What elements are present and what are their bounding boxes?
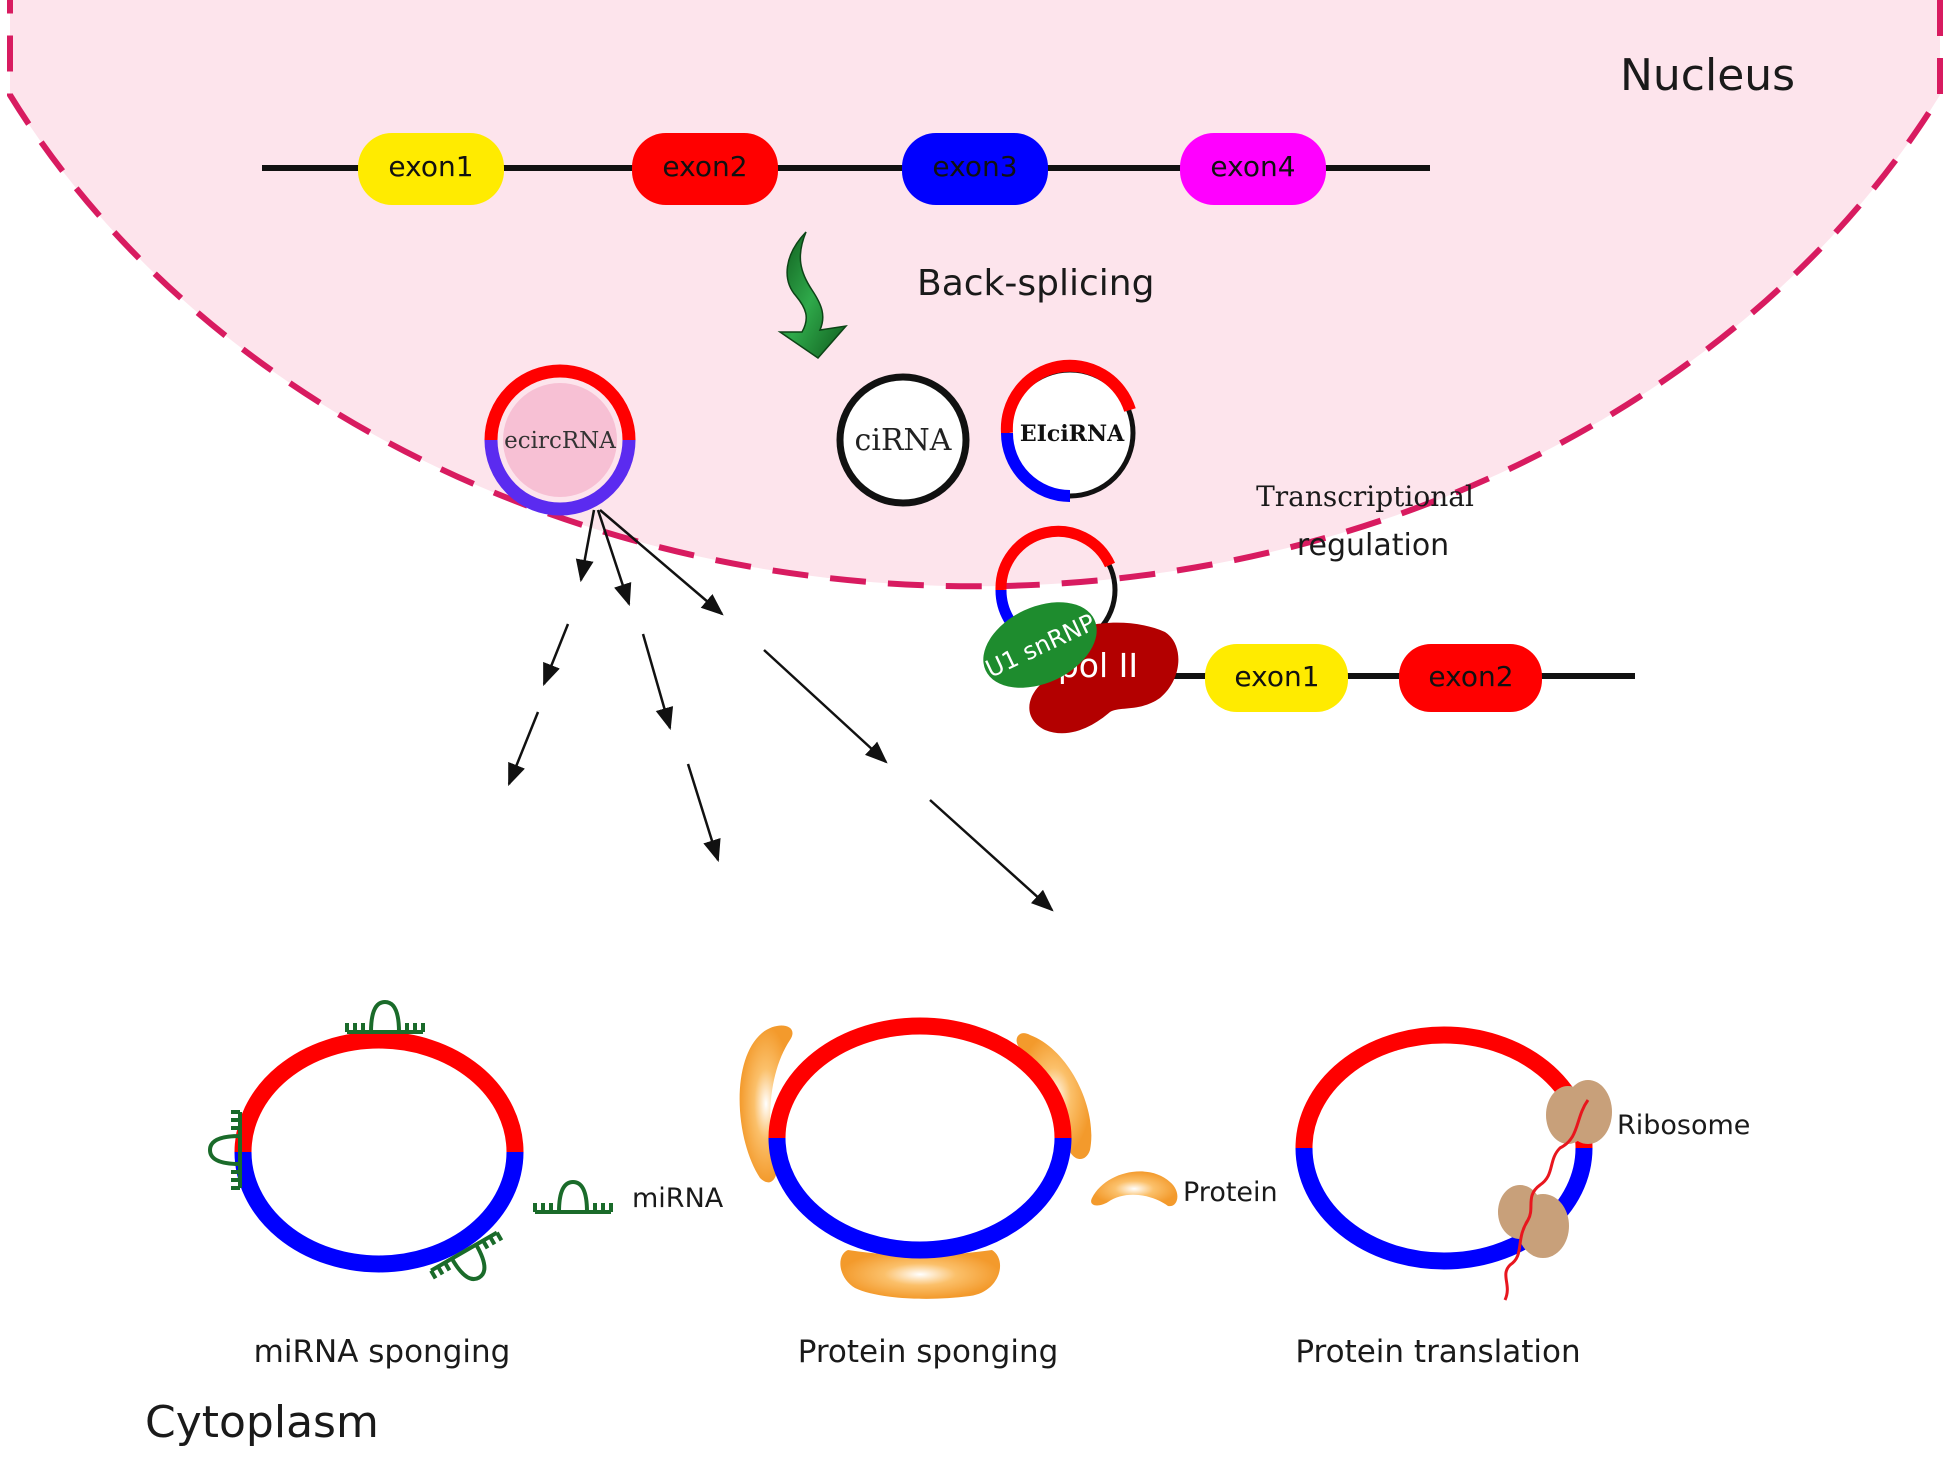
- peptide-chain-icon: [1503, 1099, 1590, 1301]
- eicirna-circle: EIciRNA: [1000, 359, 1136, 502]
- protein-free-icon: [1091, 1171, 1178, 1207]
- nucleus-label: Nucleus: [1620, 50, 1795, 101]
- export-arrows: [507, 509, 1054, 912]
- protein-label: Protein: [1183, 1177, 1278, 1208]
- protein-translation-label: Protein translation: [1295, 1334, 1580, 1370]
- exon-top-1: exon1: [358, 133, 504, 205]
- back-splicing-label: Back-splicing: [917, 263, 1154, 304]
- nucleus-membrane-border: [7, 0, 1943, 590]
- transcriptional-label-2: regulation: [1297, 528, 1449, 563]
- protein-bound-icon: [739, 1025, 1092, 1299]
- eicirna-label: EIciRNA: [1020, 421, 1125, 447]
- ribosome-icon: [1498, 1080, 1612, 1258]
- exon-top-1-label: exon1: [388, 150, 473, 183]
- exon-top-3: exon3: [902, 133, 1048, 205]
- cirna-circle: ciRNA: [836, 373, 970, 507]
- exon-top-2-label: exon2: [662, 150, 747, 183]
- ribosome-label: Ribosome: [1617, 1110, 1750, 1141]
- protein-sponging-circle: [768, 1017, 1072, 1259]
- exon-bottom-1: exon1: [1205, 644, 1348, 712]
- protein-sponging-label: Protein sponging: [798, 1334, 1059, 1370]
- exon-top-4: exon4: [1180, 133, 1326, 205]
- mirna-sponging-circle: [234, 1031, 524, 1273]
- ecircrna-circle: ecircRNA: [484, 364, 636, 516]
- exon-bottom-1-label: exon1: [1234, 660, 1319, 693]
- gene-top: exon1 exon2 exon3 exon4: [262, 133, 1430, 205]
- mirna-free-icon: [533, 1179, 613, 1214]
- back-splicing-arrow-icon: [777, 231, 848, 359]
- exon-bottom-2-label: exon2: [1428, 660, 1513, 693]
- exon-top-4-label: exon4: [1210, 150, 1295, 183]
- exon-bottom-2: exon2: [1399, 644, 1542, 712]
- cirna-label: ciRNA: [855, 423, 952, 458]
- ecircrna-label: ecircRNA: [504, 428, 616, 454]
- mirna-label: miRNA: [632, 1183, 724, 1214]
- exon-top-2: exon2: [632, 133, 778, 205]
- transcriptional-label-1: Transcriptional: [1256, 480, 1474, 513]
- gene-bottom: exon1 exon2: [1150, 644, 1635, 712]
- exon-top-3-label: exon3: [932, 150, 1017, 183]
- mirna-sponging-label: miRNA sponging: [254, 1334, 511, 1370]
- cytoplasm-label: Cytoplasm: [145, 1397, 379, 1448]
- mirna-bound-icon: [207, 999, 504, 1282]
